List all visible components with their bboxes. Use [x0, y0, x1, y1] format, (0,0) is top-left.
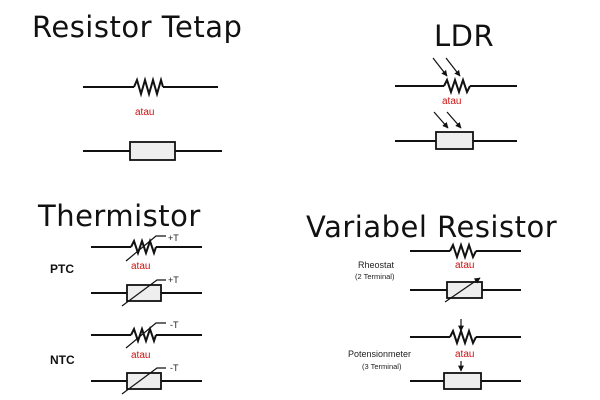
or-label-ntc: atau [131, 350, 151, 361]
ldr-zigzag-symbol [395, 57, 517, 96]
fixed-resistor-box-symbol [83, 141, 222, 161]
potentiometer-zigzag-symbol [410, 319, 521, 347]
potentiometer-label: Potensionmeter [348, 349, 412, 359]
title-ldr: LDR [434, 19, 495, 53]
or-label-potentiometer: atau [455, 349, 475, 360]
potentiometer-sub-label: (3 Terminal) [362, 362, 402, 371]
ntc-temp-label-1: -T [170, 320, 179, 330]
or-label-fixed: atau [135, 107, 155, 118]
title-fixed-resistor: Resistor Tetap [32, 10, 243, 44]
ptc-zigzag-symbol [91, 235, 202, 262]
title-thermistor: Thermistor [38, 199, 201, 233]
or-label-rheostat: atau [455, 260, 475, 271]
ntc-box-symbol [91, 367, 202, 395]
title-variable-resistor: Variabel Resistor [306, 210, 558, 244]
ntc-zigzag-symbol [91, 322, 202, 349]
ptc-label: PTC [50, 262, 74, 276]
ntc-temp-label-2: -T [170, 363, 179, 373]
rheostat-sub-label: (2 Terminal) [355, 272, 395, 281]
potentiometer-box-symbol [410, 361, 521, 390]
ptc-temp-label-1: +T [168, 233, 179, 243]
rheostat-label: Rheostat [358, 260, 395, 270]
or-label-ptc: atau [131, 261, 151, 272]
ntc-label: NTC [50, 353, 75, 367]
or-label-ldr: atau [442, 96, 462, 107]
ptc-temp-label-2: +T [168, 275, 179, 285]
rheostat-zigzag-symbol [410, 241, 521, 261]
fixed-resistor-zigzag-symbol [83, 76, 218, 98]
rheostat-box-symbol [410, 277, 521, 303]
ptc-box-symbol [91, 279, 202, 307]
ldr-box-symbol [395, 111, 517, 150]
